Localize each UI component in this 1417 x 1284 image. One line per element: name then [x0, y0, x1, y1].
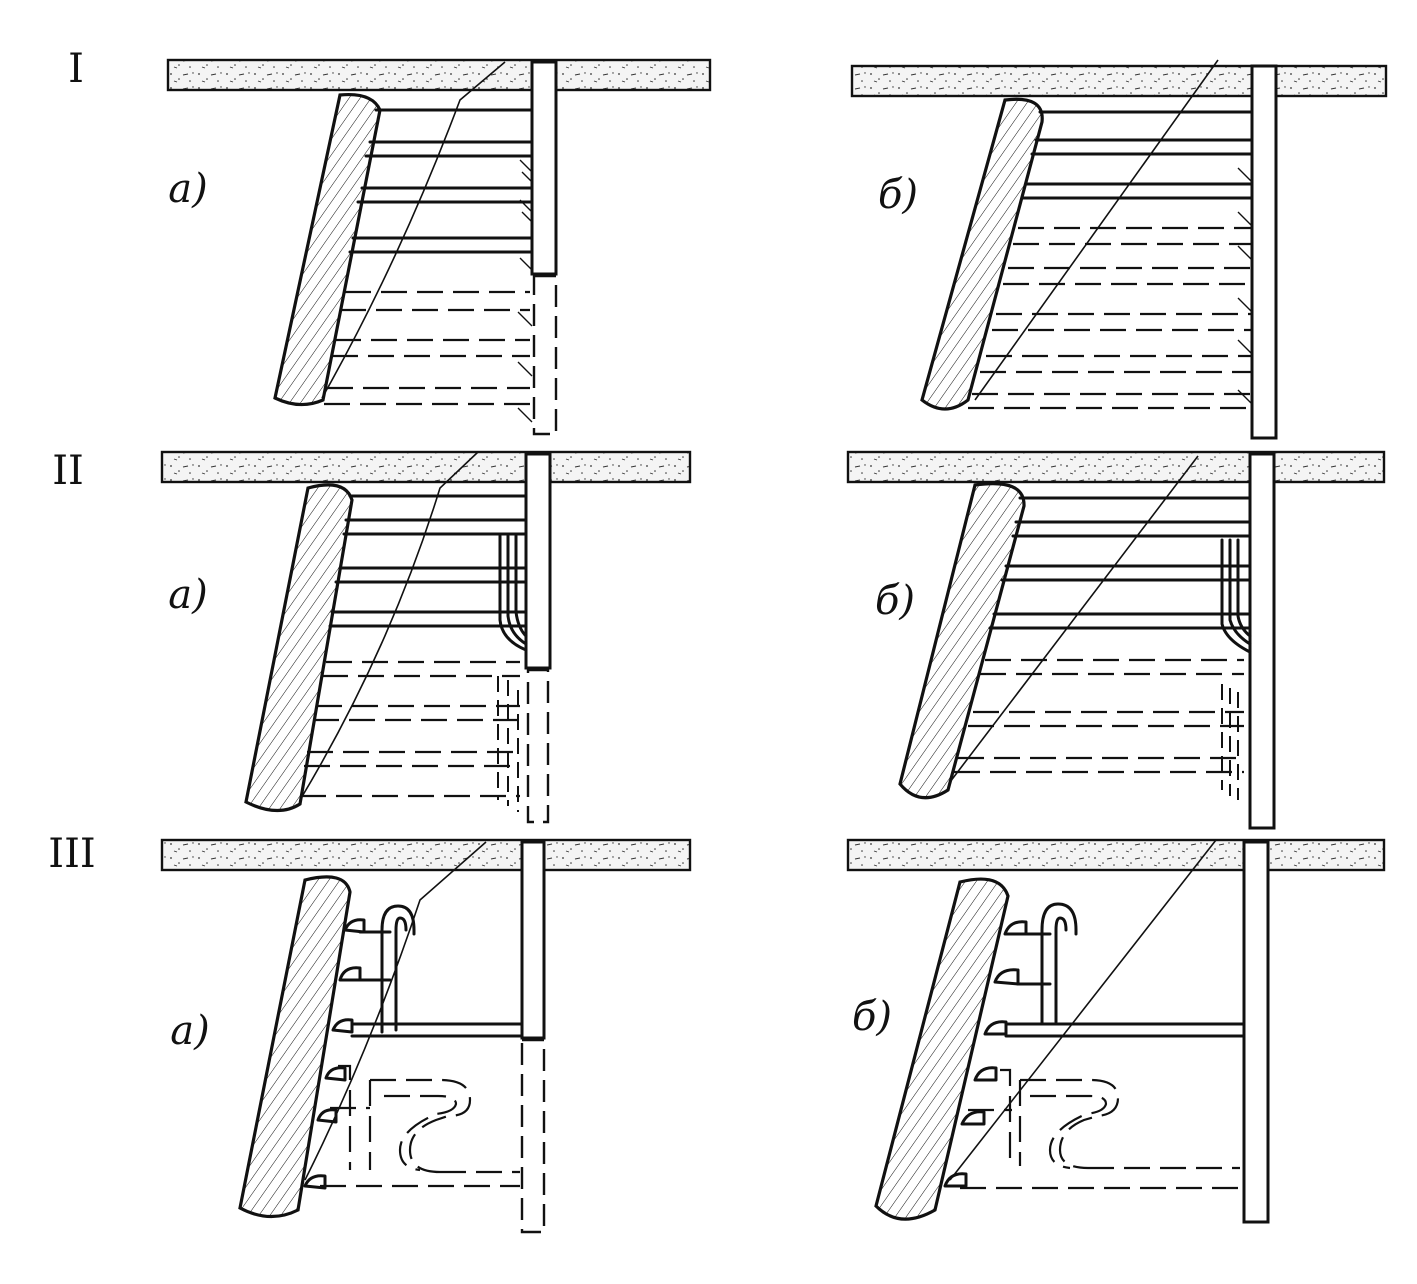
shaft: [520, 840, 546, 1040]
stopes: [303, 918, 392, 1190]
surface-layer: [160, 450, 692, 484]
levels-planned: [300, 660, 520, 798]
surface-layer: [846, 450, 1386, 484]
svg-text:II: II: [52, 448, 84, 494]
shaft-extension: [526, 668, 550, 824]
row-I-label: I: [68, 46, 84, 92]
raise-loop: [1040, 902, 1078, 1026]
shaft: [1242, 840, 1270, 1224]
panel-I-b-label: б): [878, 172, 918, 218]
boundary-line: [304, 841, 487, 1181]
panel-III-b-label: б): [852, 994, 892, 1040]
shaft: [530, 60, 558, 276]
levels-planned: [954, 658, 1244, 774]
shaft-marks: [517, 159, 533, 423]
boundary-line: [949, 839, 1217, 1181]
shaft: [1248, 452, 1276, 830]
row-II-label: II: [52, 448, 84, 494]
levels-planned: [320, 1064, 520, 1188]
levels-solid: [348, 108, 534, 254]
shaft-extension: [520, 1038, 546, 1234]
ore-body: [238, 875, 352, 1219]
panel-I-a-label: а): [168, 166, 207, 212]
ore-body: [898, 482, 1026, 800]
levels-solid: [328, 494, 528, 628]
svg-text:III: III: [48, 831, 95, 877]
levels-solid: [988, 496, 1252, 630]
shaft-marks: [1237, 167, 1253, 405]
boundary-line: [299, 451, 479, 801]
raise-loop: [380, 904, 416, 1034]
levels-planned: [324, 290, 530, 406]
surface-layer: [846, 838, 1386, 872]
levels-planned: [960, 1068, 1240, 1190]
ore-body: [273, 92, 382, 407]
panel-I-b: [850, 59, 1388, 440]
surface-layer: [166, 58, 712, 92]
panel-I-a: [166, 58, 712, 436]
boundary-line: [974, 59, 1219, 401]
winze-solid: [498, 534, 528, 652]
stopes: [943, 920, 1052, 1188]
ore-body: [874, 877, 1010, 1221]
shaft: [1250, 64, 1278, 440]
surface-layer: [850, 64, 1388, 98]
levels-solid: [1020, 110, 1254, 200]
panel-II-a: [160, 450, 692, 824]
panel-III-a-label: а): [170, 1008, 209, 1054]
surface-layer: [160, 838, 692, 872]
winze-solid: [1220, 538, 1252, 654]
boundary-line: [949, 455, 1199, 783]
panel-II-a-label: а): [168, 572, 207, 618]
panel-II-b: [846, 450, 1386, 830]
panel-II-b-label: б): [875, 578, 915, 624]
shaft: [524, 452, 552, 670]
ore-body: [244, 483, 354, 813]
panel-III-b: [846, 838, 1386, 1224]
levels-planned: [968, 226, 1252, 410]
svg-text:I: I: [68, 46, 84, 92]
ore-body: [920, 97, 1044, 411]
panel-III-a: [160, 838, 692, 1234]
shaft-extension: [532, 274, 558, 436]
row-III-label: III: [48, 831, 95, 877]
boundary-line: [321, 61, 506, 399]
